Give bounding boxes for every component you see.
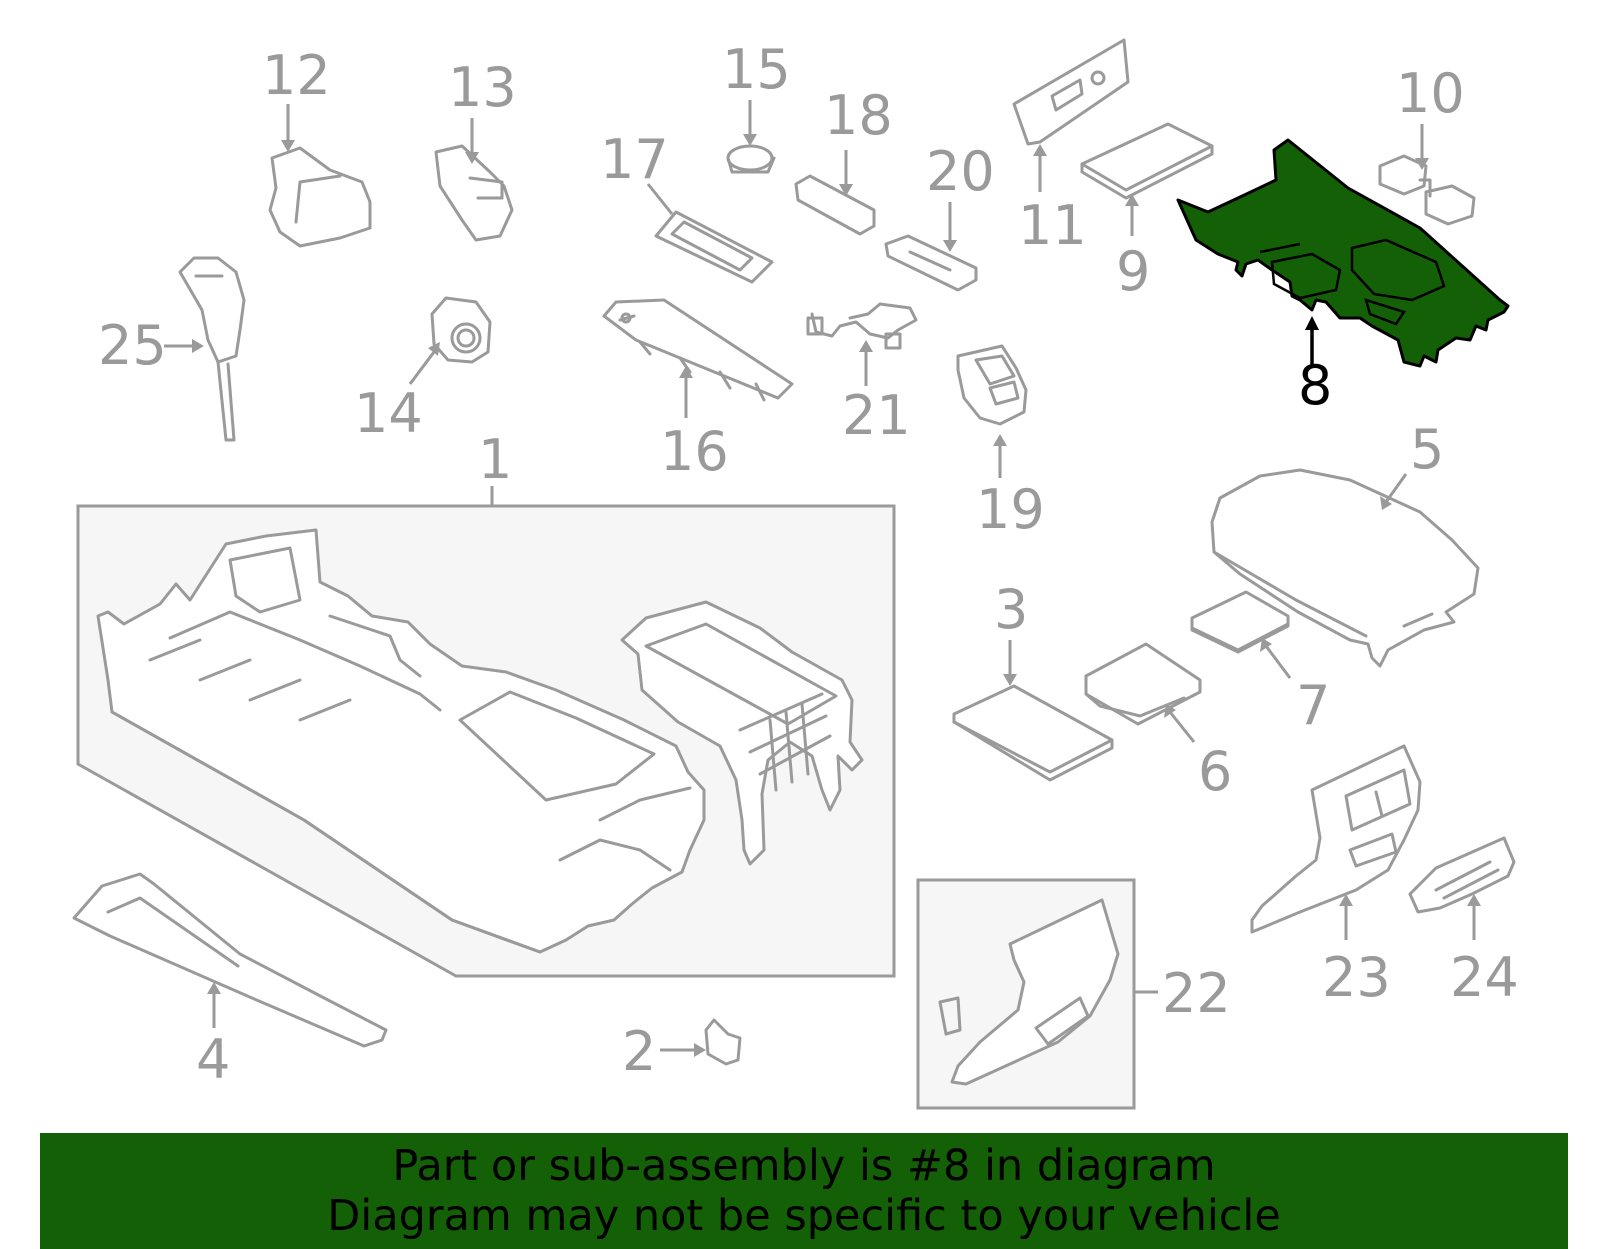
part-8-highlighted: 8: [1176, 138, 1510, 417]
part-19: 19: [956, 344, 1045, 541]
callout-3: 3: [994, 578, 1028, 641]
part-14: 14: [354, 296, 492, 445]
callout-8: 8: [1298, 354, 1332, 417]
part-21: 21: [806, 302, 918, 447]
info-banner: Part or sub-assembly is #8 in diagram Di…: [40, 1133, 1568, 1249]
part-1-assembly: 1: [76, 428, 896, 978]
part-10: 10: [1378, 62, 1476, 226]
callout-24: 24: [1450, 946, 1519, 1009]
callout-22: 22: [1162, 962, 1231, 1025]
part-5: 5: [1210, 418, 1480, 668]
part-22: 22: [916, 878, 1231, 1110]
part-7: 7: [1190, 590, 1330, 737]
part-13: 13: [434, 56, 517, 242]
callout-9: 9: [1116, 240, 1150, 303]
callout-25: 25: [98, 314, 167, 377]
callout-7: 7: [1296, 674, 1330, 737]
callout-4: 4: [196, 1028, 230, 1091]
callout-18: 18: [824, 84, 893, 147]
part-18: 18: [794, 84, 893, 236]
callout-20: 20: [926, 140, 995, 203]
part-24: 24: [1408, 836, 1519, 1009]
part-25: 25: [98, 256, 246, 442]
callout-2: 2: [622, 1020, 656, 1083]
banner-line-1: Part or sub-assembly is #8 in diagram: [392, 1141, 1216, 1191]
callout-1: 1: [478, 428, 512, 491]
callout-12: 12: [262, 44, 331, 107]
callout-10: 10: [1396, 62, 1465, 125]
callout-16: 16: [660, 420, 729, 483]
part-3: 3: [952, 578, 1114, 782]
callout-5: 5: [1410, 418, 1444, 481]
part-23: 23: [1250, 744, 1422, 1009]
part-15: 15: [722, 38, 791, 174]
part-4: 4: [72, 872, 388, 1091]
callout-17: 17: [600, 128, 669, 191]
part-11: 11: [1012, 38, 1130, 257]
part-9: 9: [1080, 122, 1214, 303]
part-6: 6: [1084, 642, 1232, 803]
callout-19: 19: [976, 478, 1045, 541]
callout-23: 23: [1322, 946, 1391, 1009]
part-12: 12: [262, 44, 372, 248]
callout-11: 11: [1018, 194, 1087, 257]
callout-14: 14: [354, 382, 423, 445]
callout-13: 13: [448, 56, 517, 119]
banner-line-2: Diagram may not be specific to your vehi…: [327, 1191, 1281, 1241]
part-16: 16: [602, 298, 794, 483]
part-17: 17: [600, 128, 774, 284]
part-2: 2: [622, 1018, 742, 1083]
callout-6: 6: [1198, 740, 1232, 803]
callout-15: 15: [722, 38, 791, 101]
part-20: 20: [884, 140, 995, 292]
callout-21: 21: [842, 384, 911, 447]
